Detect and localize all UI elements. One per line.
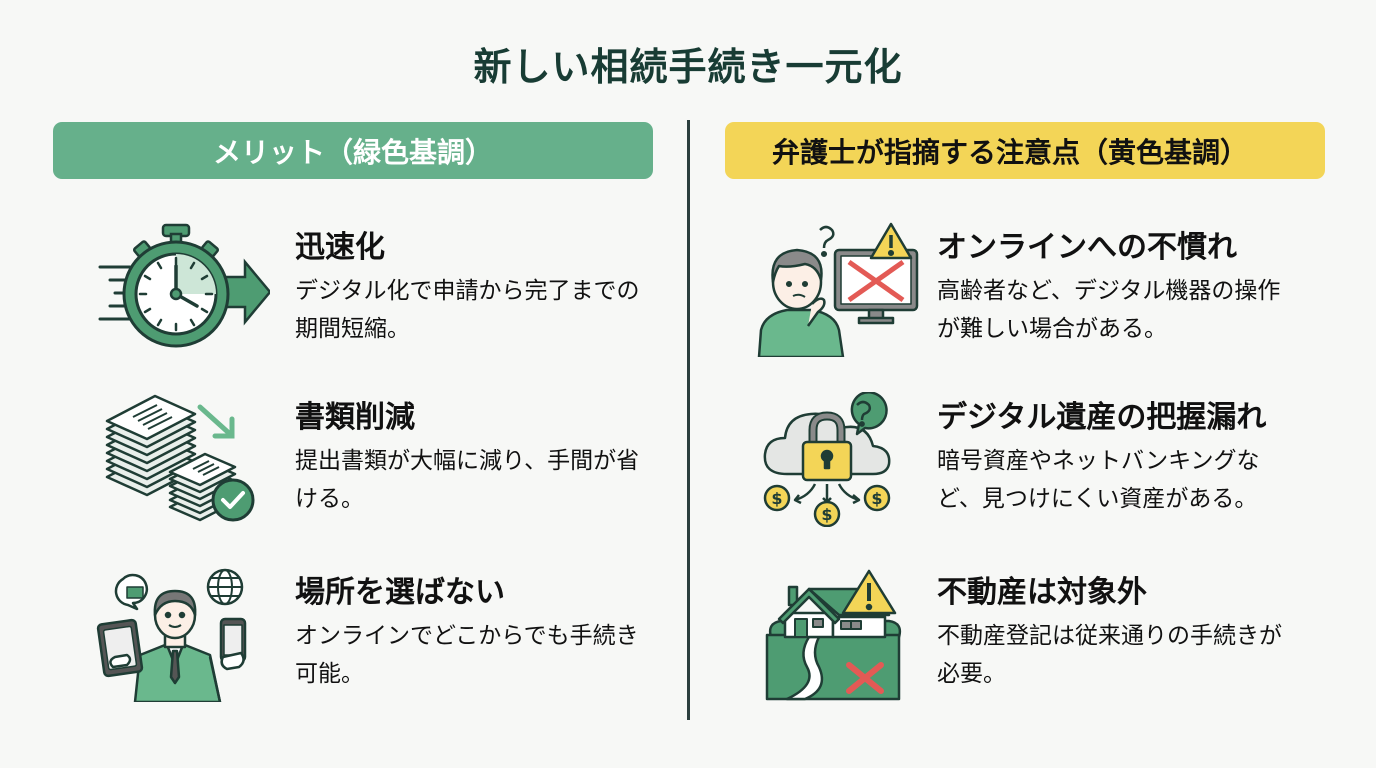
caution-desc: 暗号資産やネットバンキングなど、見つけにくい資産がある。 <box>937 448 1260 512</box>
merit-title: 迅速化 <box>295 230 385 265</box>
merit-desc: 提出書類が大幅に減り、手間が省ける。 <box>295 448 640 512</box>
caution-desc: 高齢者など、デジタル機器の操作が難しい場合がある。 <box>937 278 1281 342</box>
caution-item-unfamiliar: オンラインへの不慣れ 高齢者など、デジタル機器の操作が難しい場合がある。 <box>757 222 1376 362</box>
merit-item-anywhere: 場所を選ばない オンラインでどこからでも手続き可能。 <box>95 567 715 707</box>
caution-desc: 不動産登記は従来通りの手続きが必要。 <box>937 623 1282 687</box>
caution-title: デジタル遺産の把握漏れ <box>937 400 1267 435</box>
merit-desc: オンラインでどこからでも手続き可能。 <box>295 623 639 687</box>
merit-title: 場所を選ばない <box>295 575 505 610</box>
merit-desc: デジタル化で申請から完了までの期間短縮。 <box>295 278 640 342</box>
confused-person-monitor-icon <box>757 222 919 357</box>
svg-text:$: $ <box>821 505 832 524</box>
house-excluded-icon <box>765 569 902 701</box>
caution-item-digital-assets: $ $ $ デジタル遺産の把握漏れ 暗号資産やネットバンキングなど、見つけにくい資産… <box>757 392 1376 532</box>
caution-title: オンラインへの不慣れ <box>937 230 1237 265</box>
stopwatch-icon <box>98 223 270 348</box>
merit-title: 書類削減 <box>295 400 415 435</box>
cloud-lock-assets-icon: $ $ $ <box>763 392 891 527</box>
page-title: 新しい相続手続き一元化 <box>473 45 903 89</box>
businessman-devices-icon <box>96 568 247 702</box>
column-divider <box>687 120 690 720</box>
caution-item-real-estate: 不動産は対象外 不動産登記は従来通りの手続きが必要。 <box>757 567 1376 707</box>
caution-title: 不動産は対象外 <box>937 575 1147 610</box>
merit-item-speed: 迅速化 デジタル化で申請から完了までの期間短縮。 <box>95 222 715 362</box>
svg-text:$: $ <box>871 489 882 508</box>
document-stack-icon <box>105 394 255 522</box>
cautions-header: 弁護士が指摘する注意点（黄色基調） <box>725 122 1325 179</box>
svg-text:$: $ <box>771 489 782 508</box>
merit-item-documents: 書類削減 提出書類が大幅に減り、手間が省ける。 <box>95 392 715 532</box>
merits-header: メリット（緑色基調） <box>53 122 653 179</box>
